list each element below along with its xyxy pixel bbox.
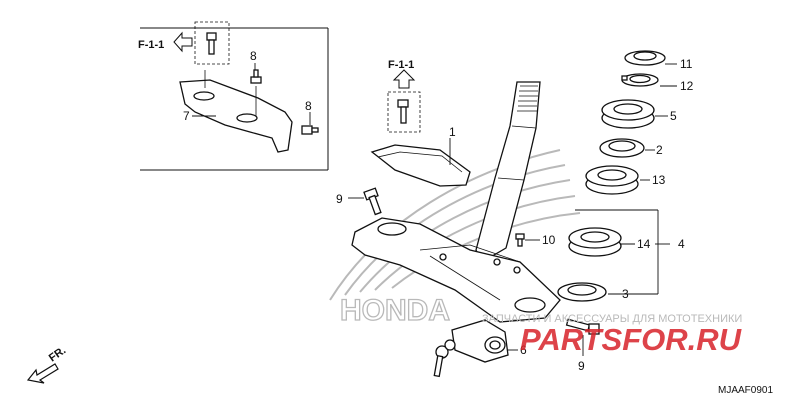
ref-f-1-1-left: F-1-1 [138, 39, 164, 51]
bolt-part-9a [363, 187, 382, 216]
arrow-up-icon [392, 69, 416, 89]
diagram-code: MJAAF0901 [718, 385, 773, 396]
callout-6: 6 [520, 343, 527, 357]
arrow-front-icon [26, 363, 59, 384]
plate-part-1 [370, 144, 471, 187]
inset-bolt [206, 32, 217, 55]
honda-watermark-text: HONDA [340, 294, 450, 327]
callout-3: 3 [622, 287, 629, 301]
callout-13: 13 [652, 173, 666, 187]
ref-f-1-1-center: F-1-1 [388, 59, 414, 71]
inset-frame [140, 27, 329, 171]
callout-14: 14 [637, 237, 651, 251]
center-bolt-box [387, 91, 421, 133]
callout-11: 11 [680, 57, 693, 71]
lock-washer-part-12 [621, 73, 659, 87]
callout-4: 4 [678, 237, 685, 251]
callout-8-lower: 8 [305, 99, 312, 113]
watermark-tagline: ЗАПЧАСТИ И АКСЕССУАРЫ ДЛЯ МОТОТЕХНИКИ [482, 313, 742, 325]
callout-9-lower: 9 [578, 359, 585, 373]
bolt-part-9b [565, 318, 600, 335]
callout-12: 12 [680, 79, 694, 93]
lock-nut-part-11 [624, 50, 666, 66]
steering-lock-part-6 [451, 319, 509, 363]
adjust-nut-part-5 [601, 99, 655, 129]
screw-part-10 [515, 233, 525, 247]
callout-2: 2 [656, 143, 663, 157]
bolt-part-8b [301, 125, 319, 135]
callout-1: 1 [449, 125, 456, 139]
key-icon [433, 339, 456, 378]
callout-8-upper: 8 [250, 49, 257, 63]
center-bolt [397, 99, 409, 124]
callout-5: 5 [670, 109, 677, 123]
bottom-bridge [351, 217, 561, 323]
callout-10: 10 [542, 233, 556, 247]
inset-bolt-box [194, 21, 230, 65]
callout-bracket-4 [575, 209, 670, 295]
bearing-part-14 [568, 227, 622, 257]
callout-9-upper: 9 [336, 192, 343, 206]
watermark-site: PARTSFOR.RU [520, 322, 743, 357]
direction-label: FR. [47, 344, 68, 364]
dust-seal-part-3 [557, 282, 607, 302]
bearing-part-13 [585, 165, 639, 195]
arrow-left-icon [173, 31, 193, 53]
steering-stem [475, 81, 541, 263]
dust-seal-part-2 [599, 138, 645, 158]
bolt-part-8a [250, 69, 262, 84]
callout-7: 7 [183, 109, 190, 123]
